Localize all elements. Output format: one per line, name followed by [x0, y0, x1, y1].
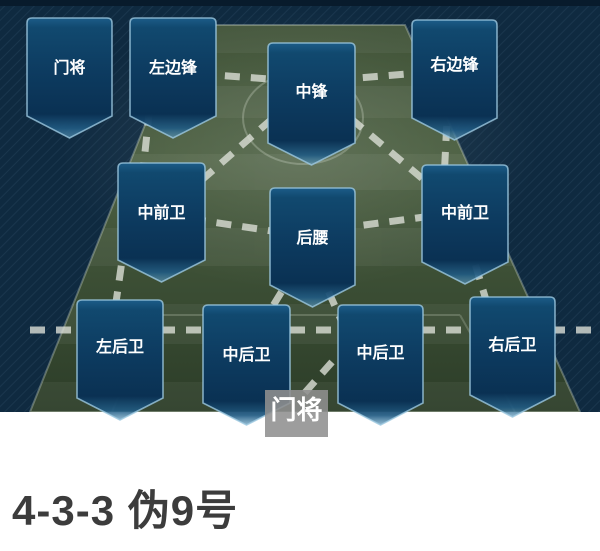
- goalkeeper-tag-label: 门将: [270, 395, 322, 425]
- position-badge-left-back[interactable]: 左后卫: [76, 299, 164, 421]
- position-label: 中后卫: [222, 345, 270, 364]
- position-badge-goalkeeper-top[interactable]: 门将: [26, 17, 113, 139]
- position-badge-left-center-mid[interactable]: 中前卫: [117, 162, 206, 283]
- position-badge-defensive-mid[interactable]: 后腰: [269, 187, 356, 308]
- position-badge-right-center-back[interactable]: 中后卫: [337, 304, 424, 426]
- formation-graphic: 门将 左边锋 中锋 右边锋 中前卫: [0, 0, 600, 437]
- position-label: 右边锋: [430, 55, 479, 74]
- position-label: 中前卫: [137, 203, 185, 222]
- position-label: 左后卫: [95, 337, 144, 356]
- connection-lines: [30, 66, 592, 399]
- goalkeeper-tag[interactable]: 门将: [265, 390, 328, 437]
- position-label: 门将: [53, 58, 85, 77]
- position-label: 中锋: [295, 82, 328, 101]
- position-badge-right-center-mid[interactable]: 中前卫: [421, 164, 509, 285]
- position-label: 右后卫: [488, 335, 536, 354]
- position-badge-right-winger[interactable]: 右边锋: [411, 19, 498, 141]
- formation-svg: 门将 左边锋 中锋 右边锋 中前卫: [0, 0, 600, 437]
- position-label: 中后卫: [356, 343, 404, 362]
- position-label: 左边锋: [148, 58, 198, 77]
- position-badge-left-winger[interactable]: 左边锋: [129, 17, 217, 139]
- position-badges: 门将 左边锋 中锋 右边锋 中前卫: [26, 17, 556, 426]
- formation-title: 4-3-3 伪9号: [12, 487, 239, 534]
- position-label: 后腰: [296, 229, 328, 247]
- position-badge-striker[interactable]: 中锋: [267, 42, 356, 166]
- position-badge-right-back[interactable]: 右后卫: [469, 296, 556, 418]
- position-label: 中前卫: [441, 203, 489, 222]
